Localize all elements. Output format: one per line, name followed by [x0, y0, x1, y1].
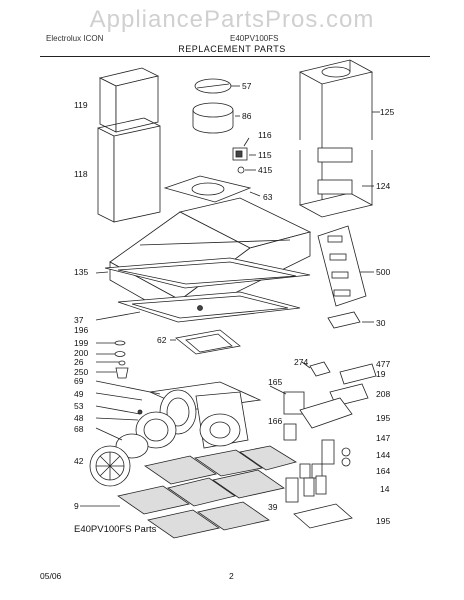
header-brand-text: Electrolux ICON — [46, 34, 104, 43]
callout-115: 115 — [258, 150, 272, 160]
callout-57: 57 — [242, 81, 252, 91]
callout-208: 208 — [376, 389, 391, 399]
callout-19: 19 — [376, 369, 386, 379]
part-62-grille — [170, 329, 241, 355]
part-199-light-parts — [96, 340, 129, 379]
callout-200: 200 — [74, 348, 89, 358]
callout-147: 147 — [376, 433, 391, 443]
part-63-top-plate — [163, 175, 261, 203]
part-125-chimney-frame — [298, 59, 380, 163]
callout-195-upper: 195 — [376, 413, 391, 423]
callout-26: 26 — [74, 357, 84, 367]
page-header: AppliancePartsPros.com Electrolux ICON E… — [0, 0, 464, 62]
part-42-fan-motor — [89, 445, 131, 487]
diagram-caption: E40PV100FS Parts — [74, 524, 157, 535]
callout-195-lower: 195 — [376, 516, 391, 526]
callout-39: 39 — [268, 502, 278, 512]
part-39-module — [285, 475, 327, 503]
callout-477: 477 — [376, 359, 391, 369]
part-195-bottom-cover — [293, 503, 353, 529]
part-124-chimney-frame-lower — [298, 150, 374, 218]
callout-69: 69 — [74, 376, 84, 386]
callout-500: 500 — [376, 267, 391, 277]
callout-166: 166 — [268, 416, 283, 426]
part-274-control-board — [301, 361, 331, 377]
callout-86: 86 — [242, 111, 252, 121]
header-rule — [40, 56, 430, 57]
callout-135: 135 — [74, 267, 89, 277]
callout-144: 144 — [376, 450, 391, 460]
watermark: AppliancePartsPros.com — [89, 6, 375, 33]
callout-199: 199 — [74, 338, 89, 348]
callout-63: 63 — [263, 192, 273, 202]
part-147-wiring — [321, 439, 351, 467]
callout-119: 119 — [74, 100, 88, 110]
footer-page-number: 2 — [229, 571, 234, 581]
part-165-relay-board — [269, 385, 305, 415]
part-119-upper-chimney — [98, 67, 160, 133]
header-model-text: E40PV100FS — [230, 34, 279, 43]
callout-116: 116 — [258, 130, 272, 140]
part-30-grease-cup — [327, 311, 374, 329]
part-195-cover — [299, 397, 353, 429]
callout-124: 124 — [376, 181, 391, 191]
callout-42: 42 — [74, 456, 84, 466]
callout-250: 250 — [74, 367, 89, 377]
part-9-grease-filters — [80, 445, 298, 539]
callout-125: 125 — [380, 107, 395, 117]
callout-53: 53 — [74, 401, 84, 411]
callout-118: 118 — [74, 169, 88, 179]
part-166-switch — [283, 423, 297, 441]
footer-date: 05/06 — [40, 571, 62, 581]
part-37-lower-tray — [95, 291, 301, 323]
callout-14: 14 — [380, 484, 390, 494]
part-135-filter-frame — [95, 257, 311, 289]
callout-164: 164 — [376, 466, 391, 476]
callout-165: 165 — [268, 377, 283, 387]
page-title: REPLACEMENT PARTS — [178, 44, 286, 54]
part-57-damper — [194, 78, 240, 94]
callout-30: 30 — [376, 318, 386, 328]
callout-274: 274 — [294, 357, 309, 367]
callout-49: 49 — [74, 389, 84, 399]
callout-196: 196 — [74, 325, 89, 335]
callout-62: 62 — [157, 335, 167, 345]
part-118-lower-chimney — [97, 117, 161, 223]
callout-415: 415 — [258, 165, 273, 175]
callout-68: 68 — [74, 424, 84, 434]
part-500-control-panel — [317, 225, 374, 307]
callout-48: 48 — [74, 413, 84, 423]
part-86-duct-collar — [192, 102, 240, 134]
part-477-bracket — [339, 363, 377, 385]
part-69-blower-assembly — [95, 380, 262, 459]
callout-37: 37 — [74, 315, 84, 325]
callout-9: 9 — [74, 501, 79, 511]
part-115-switch-bracket — [232, 137, 256, 174]
